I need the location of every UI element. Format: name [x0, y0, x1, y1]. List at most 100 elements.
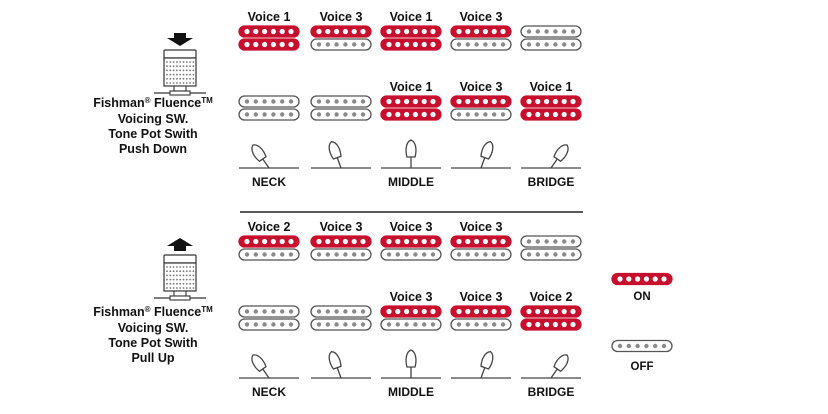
pole-piece	[342, 238, 348, 245]
coil-off	[238, 248, 300, 261]
pole-piece	[500, 238, 506, 245]
toggle-switch-icon	[311, 351, 371, 379]
pole-piece	[288, 322, 294, 327]
coil-on	[520, 108, 582, 121]
pole-piece	[253, 238, 259, 245]
coil-off	[310, 108, 372, 121]
panel-label-line1: Fishman® FluenceTM	[93, 305, 213, 320]
pole-piece	[352, 252, 357, 257]
position-label: NECK	[252, 175, 286, 189]
pole-piece	[270, 238, 276, 245]
pole-piece	[552, 321, 559, 328]
pole-piece	[280, 112, 285, 117]
coil-off	[310, 305, 372, 318]
bridge-pickup	[450, 95, 512, 121]
pole-piece	[491, 98, 497, 105]
pole-piece	[270, 28, 276, 35]
pole-piece	[544, 239, 549, 244]
pole-piece	[288, 112, 294, 117]
pole-piece	[253, 252, 258, 257]
pole-piece	[271, 99, 276, 104]
pole-piece	[421, 308, 427, 315]
pole-piece	[421, 98, 427, 105]
coil-on	[238, 25, 300, 38]
coil-on	[611, 272, 673, 286]
pole-piece	[253, 309, 258, 314]
pole-piece	[474, 42, 479, 47]
pole-piece	[474, 28, 480, 35]
pole-piece	[491, 238, 497, 245]
pole-piece	[262, 322, 267, 327]
pole-piece	[334, 238, 340, 245]
pole-piece	[404, 41, 410, 48]
pole-piece	[500, 322, 506, 327]
pole-piece	[474, 112, 479, 117]
pole-piece	[492, 112, 497, 117]
pole-piece	[500, 28, 506, 35]
bridge-voice-label: Voice 1	[530, 80, 573, 94]
coil-off	[380, 248, 442, 261]
coil-off	[310, 95, 372, 108]
pole-piece	[626, 343, 631, 349]
pole-piece	[279, 238, 285, 245]
pole-piece	[482, 98, 488, 105]
toggle-switch-icon	[451, 141, 511, 169]
position-label: MIDDLE	[388, 175, 434, 189]
pole-piece	[644, 343, 649, 349]
pole-piece	[500, 112, 506, 117]
pole-piece	[343, 99, 348, 104]
pole-piece	[244, 238, 250, 245]
pole-piece	[352, 309, 357, 314]
pole-piece	[430, 322, 436, 327]
pole-piece	[386, 238, 392, 245]
legend-off-pickup	[611, 339, 673, 353]
pole-piece	[483, 252, 488, 257]
panel-label-line4: Push Down	[119, 142, 187, 156]
pole-piece	[279, 28, 285, 35]
pole-piece	[262, 238, 268, 245]
neck-pickup	[520, 25, 582, 51]
pole-piece	[352, 99, 357, 104]
pole-piece	[404, 111, 410, 118]
coil-on	[380, 305, 442, 318]
coil-off	[520, 38, 582, 51]
pole-piece	[343, 42, 348, 47]
pole-piece	[456, 28, 462, 35]
pole-piece	[561, 321, 567, 328]
pole-piece	[456, 238, 462, 245]
pole-piece	[334, 252, 339, 257]
pole-piece	[422, 322, 427, 327]
switch-position-column: Voice 3	[310, 10, 372, 169]
toggle-switch-icon	[239, 144, 299, 169]
pole-piece	[244, 112, 250, 117]
pole-piece	[562, 252, 567, 257]
neck-pickup	[380, 235, 442, 261]
pole-piece	[271, 252, 276, 257]
pole-piece	[343, 309, 348, 314]
pole-piece	[288, 309, 294, 314]
coil-on	[380, 38, 442, 51]
pole-piece	[422, 252, 427, 257]
pole-piece	[465, 238, 471, 245]
position-label: MIDDLE	[388, 385, 434, 399]
pole-piece	[395, 238, 401, 245]
pole-piece	[465, 42, 470, 47]
pole-piece	[430, 111, 436, 118]
bridge-pickup	[450, 305, 512, 331]
coil-on	[380, 95, 442, 108]
pole-piece	[413, 322, 418, 327]
knob-icon	[154, 238, 206, 301]
pole-piece	[395, 322, 400, 327]
pole-piece	[482, 308, 488, 315]
bridge-pickup	[520, 95, 582, 121]
coil-off	[611, 339, 673, 353]
coil-on	[238, 38, 300, 51]
pole-piece	[474, 238, 480, 245]
panel-label-line3: Tone Pot Swith	[108, 127, 197, 141]
pole-piece	[552, 111, 559, 118]
pole-piece	[253, 112, 258, 117]
pole-piece	[500, 42, 506, 47]
